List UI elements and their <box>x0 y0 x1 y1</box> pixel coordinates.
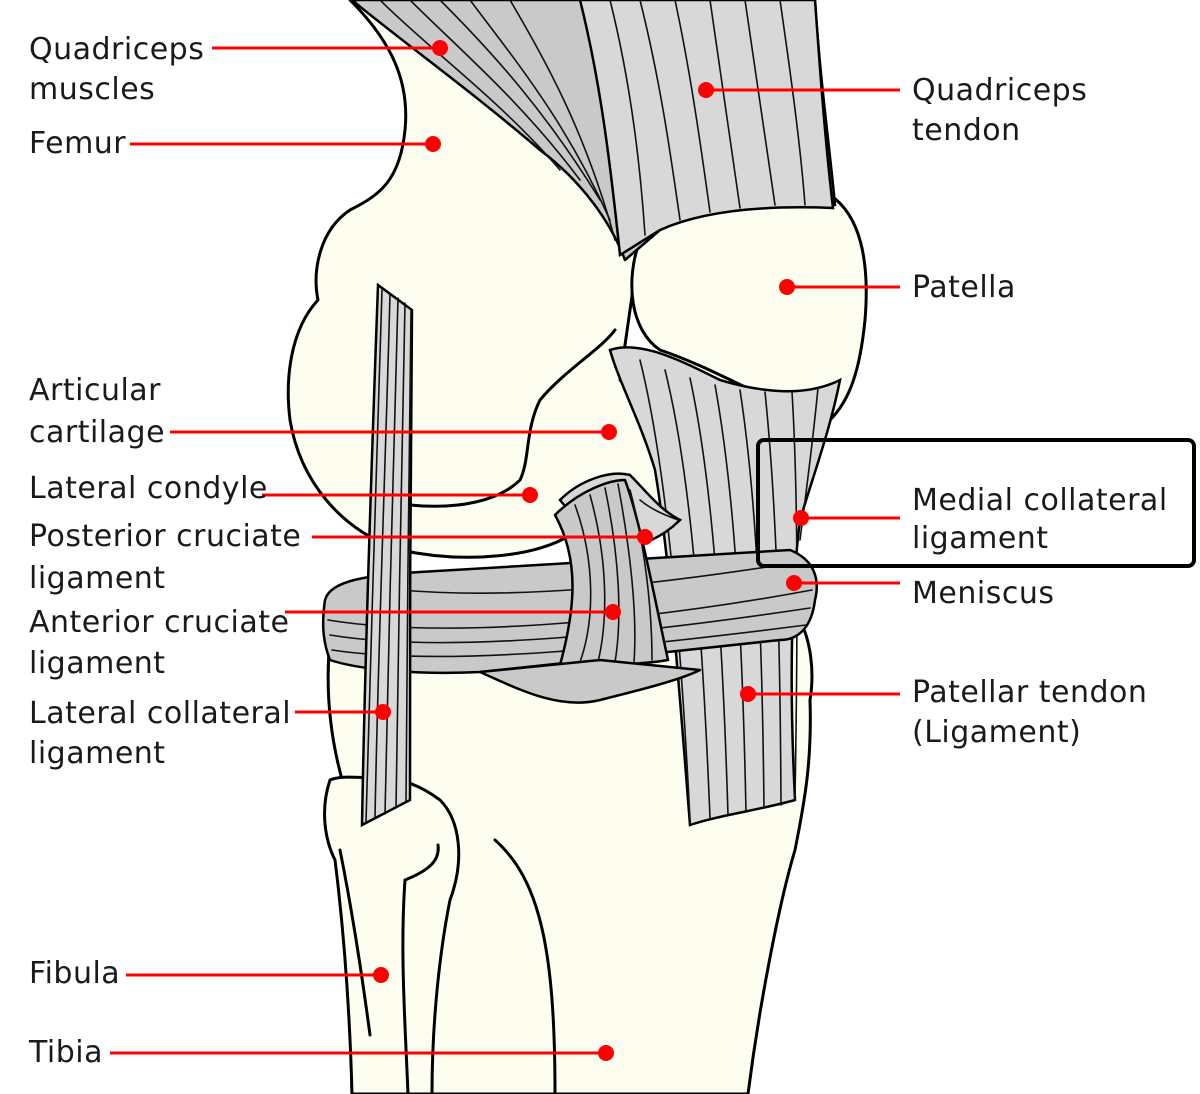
label-medial-collateral-line2: ligament <box>912 521 1049 556</box>
leader-medial-collateral <box>793 510 900 526</box>
label-fibula-line1: Fibula <box>29 956 120 991</box>
leader-patella <box>779 279 900 295</box>
anterior-cruciate-shape <box>553 478 670 667</box>
leader-patellar-tendon <box>740 686 900 702</box>
label-quadriceps-tendon: Quadriceps tendon <box>912 73 1097 148</box>
leader-femur <box>130 136 441 152</box>
label-anterior-cruciate: Anterior cruciate ligament <box>29 605 299 681</box>
label-quadriceps-tendon-line1: Quadriceps <box>912 73 1087 108</box>
label-articular-cartilage: Articular cartilage <box>29 373 171 450</box>
fibula-inner-contour <box>338 843 440 1094</box>
label-patella-line1: Patella <box>912 270 1016 305</box>
label-meniscus: Meniscus <box>912 576 1054 611</box>
cruciate-fibers <box>574 483 679 663</box>
leader-articular-cartilage <box>170 424 617 440</box>
label-medial-collateral-line1: Medial collateral <box>912 483 1168 518</box>
label-posterior-cruciate: Posterior cruciate ligament <box>29 519 311 596</box>
label-quadriceps-muscles: Quadriceps muscles <box>29 32 214 107</box>
leader-quadriceps-muscles <box>212 40 448 56</box>
leader-fibula <box>126 967 389 983</box>
label-quadriceps-tendon-line2: tendon <box>912 113 1021 148</box>
label-lateral-collateral-line1: Lateral collateral <box>29 696 291 731</box>
label-tibia-line1: Tibia <box>28 1035 103 1070</box>
label-medial-collateral: Medial collateral ligament <box>912 483 1178 556</box>
label-posterior-cruciate-line1: Posterior cruciate <box>29 519 301 554</box>
tibial-plateau-shadow <box>478 658 702 704</box>
label-lateral-collateral: Lateral collateral ligament <box>29 696 301 771</box>
label-articular-cartilage-line1: Articular <box>29 373 161 408</box>
label-patellar-tendon: Patellar tendon (Ligament) <box>912 675 1157 750</box>
lateral-collateral-shape <box>360 282 414 828</box>
leader-lateral-condyle <box>262 487 538 503</box>
leader-meniscus <box>786 575 900 591</box>
lateral-collateral-fibers <box>365 289 412 823</box>
quadriceps-tendon-shape <box>578 0 835 258</box>
leader-quadriceps-tendon <box>698 82 900 98</box>
leader-posterior-cruciate <box>312 529 653 545</box>
label-quadriceps-muscles-line1: Quadriceps <box>29 32 204 67</box>
tibia-inner-contour <box>493 838 557 1094</box>
leader-anterior-cruciate <box>285 604 621 620</box>
medial-collateral-highlight-box <box>756 438 1196 568</box>
label-lateral-collateral-line2: ligament <box>29 736 166 771</box>
label-tibia: Tibia <box>28 1035 103 1070</box>
label-lateral-condyle: Lateral condyle <box>29 471 268 506</box>
leader-lateral-collateral <box>295 704 391 720</box>
label-quadriceps-muscles-line2: muscles <box>29 72 155 107</box>
label-femur-line1: Femur <box>29 126 126 161</box>
leader-tibia <box>110 1045 614 1061</box>
label-patellar-tendon-line1: Patellar tendon <box>912 675 1147 710</box>
label-femur: Femur <box>29 126 126 161</box>
femur-condyle-notch <box>408 328 617 508</box>
label-patellar-tendon-line2: (Ligament) <box>912 715 1081 750</box>
label-anterior-cruciate-line2: ligament <box>29 646 166 681</box>
label-articular-cartilage-line2: cartilage <box>29 415 165 450</box>
label-patella: Patella <box>912 270 1016 305</box>
label-lateral-condyle-line1: Lateral condyle <box>29 471 268 506</box>
label-meniscus-line1: Meniscus <box>912 576 1054 611</box>
label-anterior-cruciate-line1: Anterior cruciate <box>29 605 289 640</box>
quadriceps-fibers <box>379 0 806 241</box>
label-fibula: Fibula <box>29 956 120 991</box>
label-posterior-cruciate-line2: ligament <box>29 561 166 596</box>
